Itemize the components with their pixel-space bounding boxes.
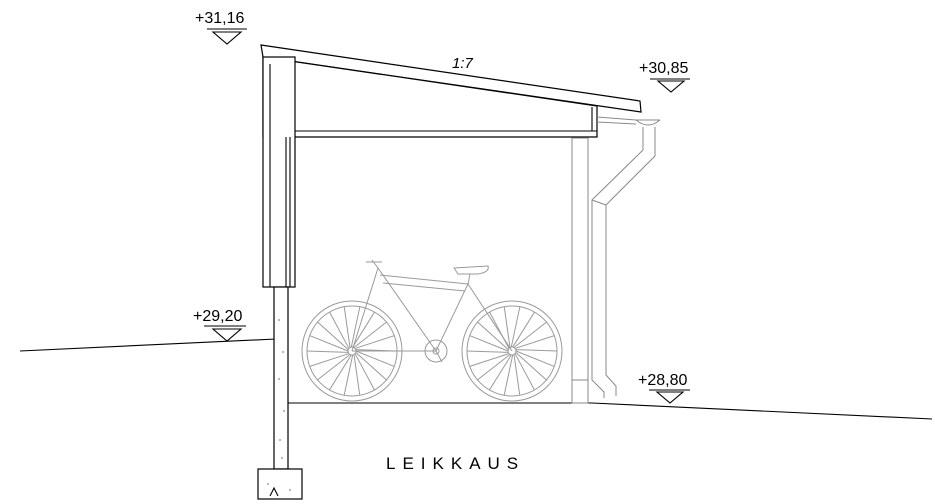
level-label-roof-low: +30,85 [639, 60, 688, 77]
left-wall [262, 56, 296, 288]
level-marker-roof-low: +30,85 [639, 60, 690, 93]
right-column [571, 137, 589, 404]
level-marker-ground-left: +29,20 [193, 308, 246, 342]
level-marker-roof-high: +31,16 [195, 10, 247, 45]
gutter-downpipe [591, 116, 661, 398]
level-marker-ground-right: +28,80 [638, 372, 690, 404]
section-title: LEIKKAUS [386, 454, 525, 473]
foundation [257, 286, 303, 500]
roof-slope-label: 1:7 [452, 55, 474, 72]
bicycle [301, 259, 563, 402]
roof [260, 44, 642, 138]
level-label-ground-left: +29,20 [193, 308, 242, 325]
ground [19, 338, 933, 420]
level-label-roof-high: +31,16 [195, 10, 244, 27]
level-label-ground-right: +28,80 [638, 372, 687, 389]
